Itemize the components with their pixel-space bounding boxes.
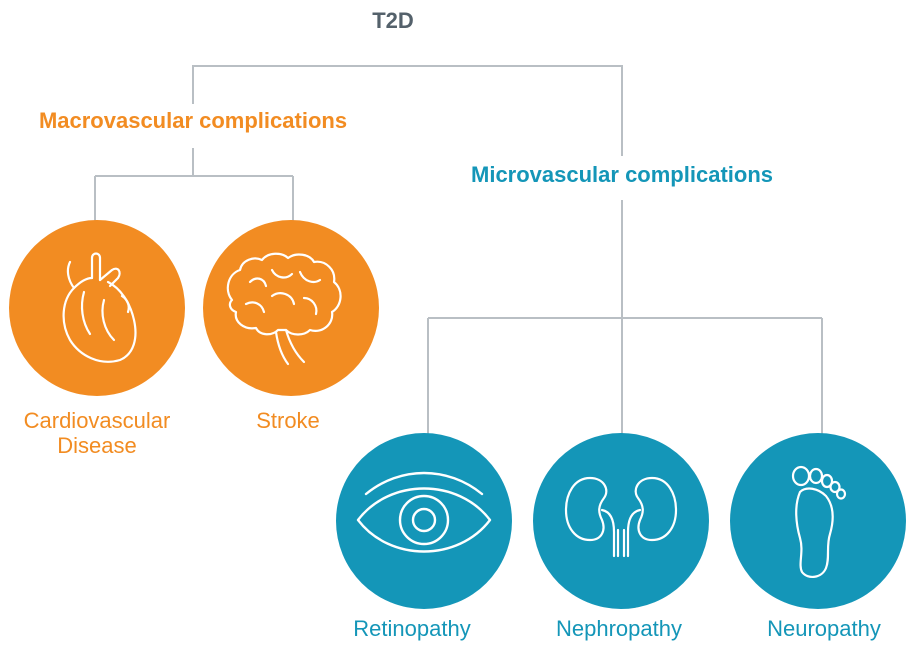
circle-stroke (203, 220, 379, 396)
nephropathy-label: Nephropathy (556, 616, 682, 641)
macrovascular-heading: Macrovascular complications (38, 108, 348, 133)
brain-icon (226, 252, 342, 366)
neuropathy-label: Neuropathy (767, 616, 881, 641)
circle-retinopathy (336, 433, 512, 609)
circle-neuropathy (730, 433, 906, 609)
node-nephropathy (533, 433, 709, 609)
eye-icon (356, 471, 492, 553)
node-neuropathy (730, 433, 906, 609)
circle-nephropathy (533, 433, 709, 609)
node-cardiovascular-disease (9, 220, 185, 396)
retinopathy-label: Retinopathy (353, 616, 471, 641)
node-stroke (203, 220, 379, 396)
kidneys-icon (564, 476, 678, 558)
foot-icon (791, 465, 847, 578)
root-label: T2D (372, 8, 414, 33)
connector-macro (94, 148, 294, 222)
connector-micro (427, 200, 823, 436)
connector-lines (94, 65, 823, 436)
cardiovascular-disease-label: Cardiovascular Disease (23, 408, 171, 459)
connector-root (192, 65, 623, 156)
node-retinopathy (336, 433, 512, 609)
microvascular-heading: Microvascular complications (471, 162, 773, 187)
stroke-label: Stroke (256, 408, 320, 433)
heart-icon (62, 252, 137, 363)
circle-cardiovascular (9, 220, 185, 396)
